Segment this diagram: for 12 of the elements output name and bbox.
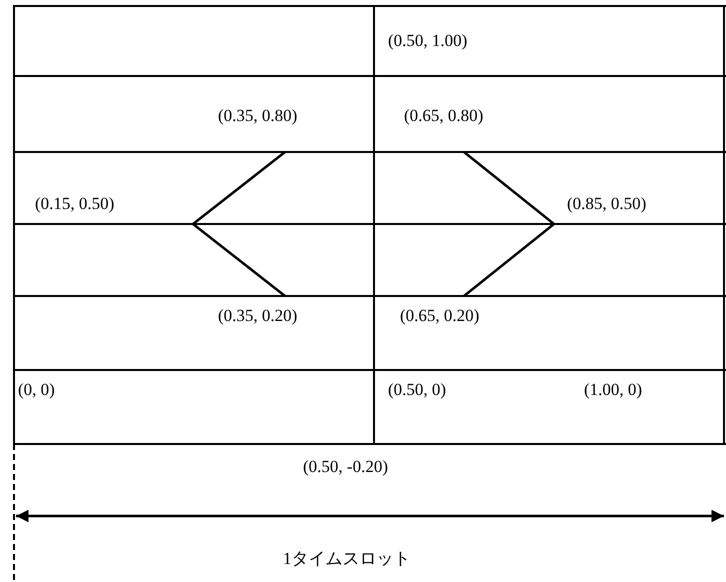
coordinate-label: (0, 0): [18, 380, 55, 400]
coordinate-label: (0.15, 0.50): [35, 194, 114, 214]
coordinate-label: (0.50, 1.00): [388, 31, 468, 51]
coordinate-label: (0.50, -0.20): [303, 457, 388, 477]
dimension-label: 1タイムスロット: [283, 549, 410, 569]
coordinate-label: (0.35, 0.80): [218, 106, 298, 126]
coordinate-label: (0.85, 0.50): [567, 194, 646, 214]
coordinate-label: (0.65, 0.20): [400, 306, 480, 326]
coordinate-label: (1.00, 0): [584, 380, 642, 400]
coordinate-label: (0.65, 0.80): [404, 106, 484, 126]
coordinate-label: (0.50, 0): [388, 380, 446, 400]
coordinate-label: (0.35, 0.20): [218, 306, 298, 326]
